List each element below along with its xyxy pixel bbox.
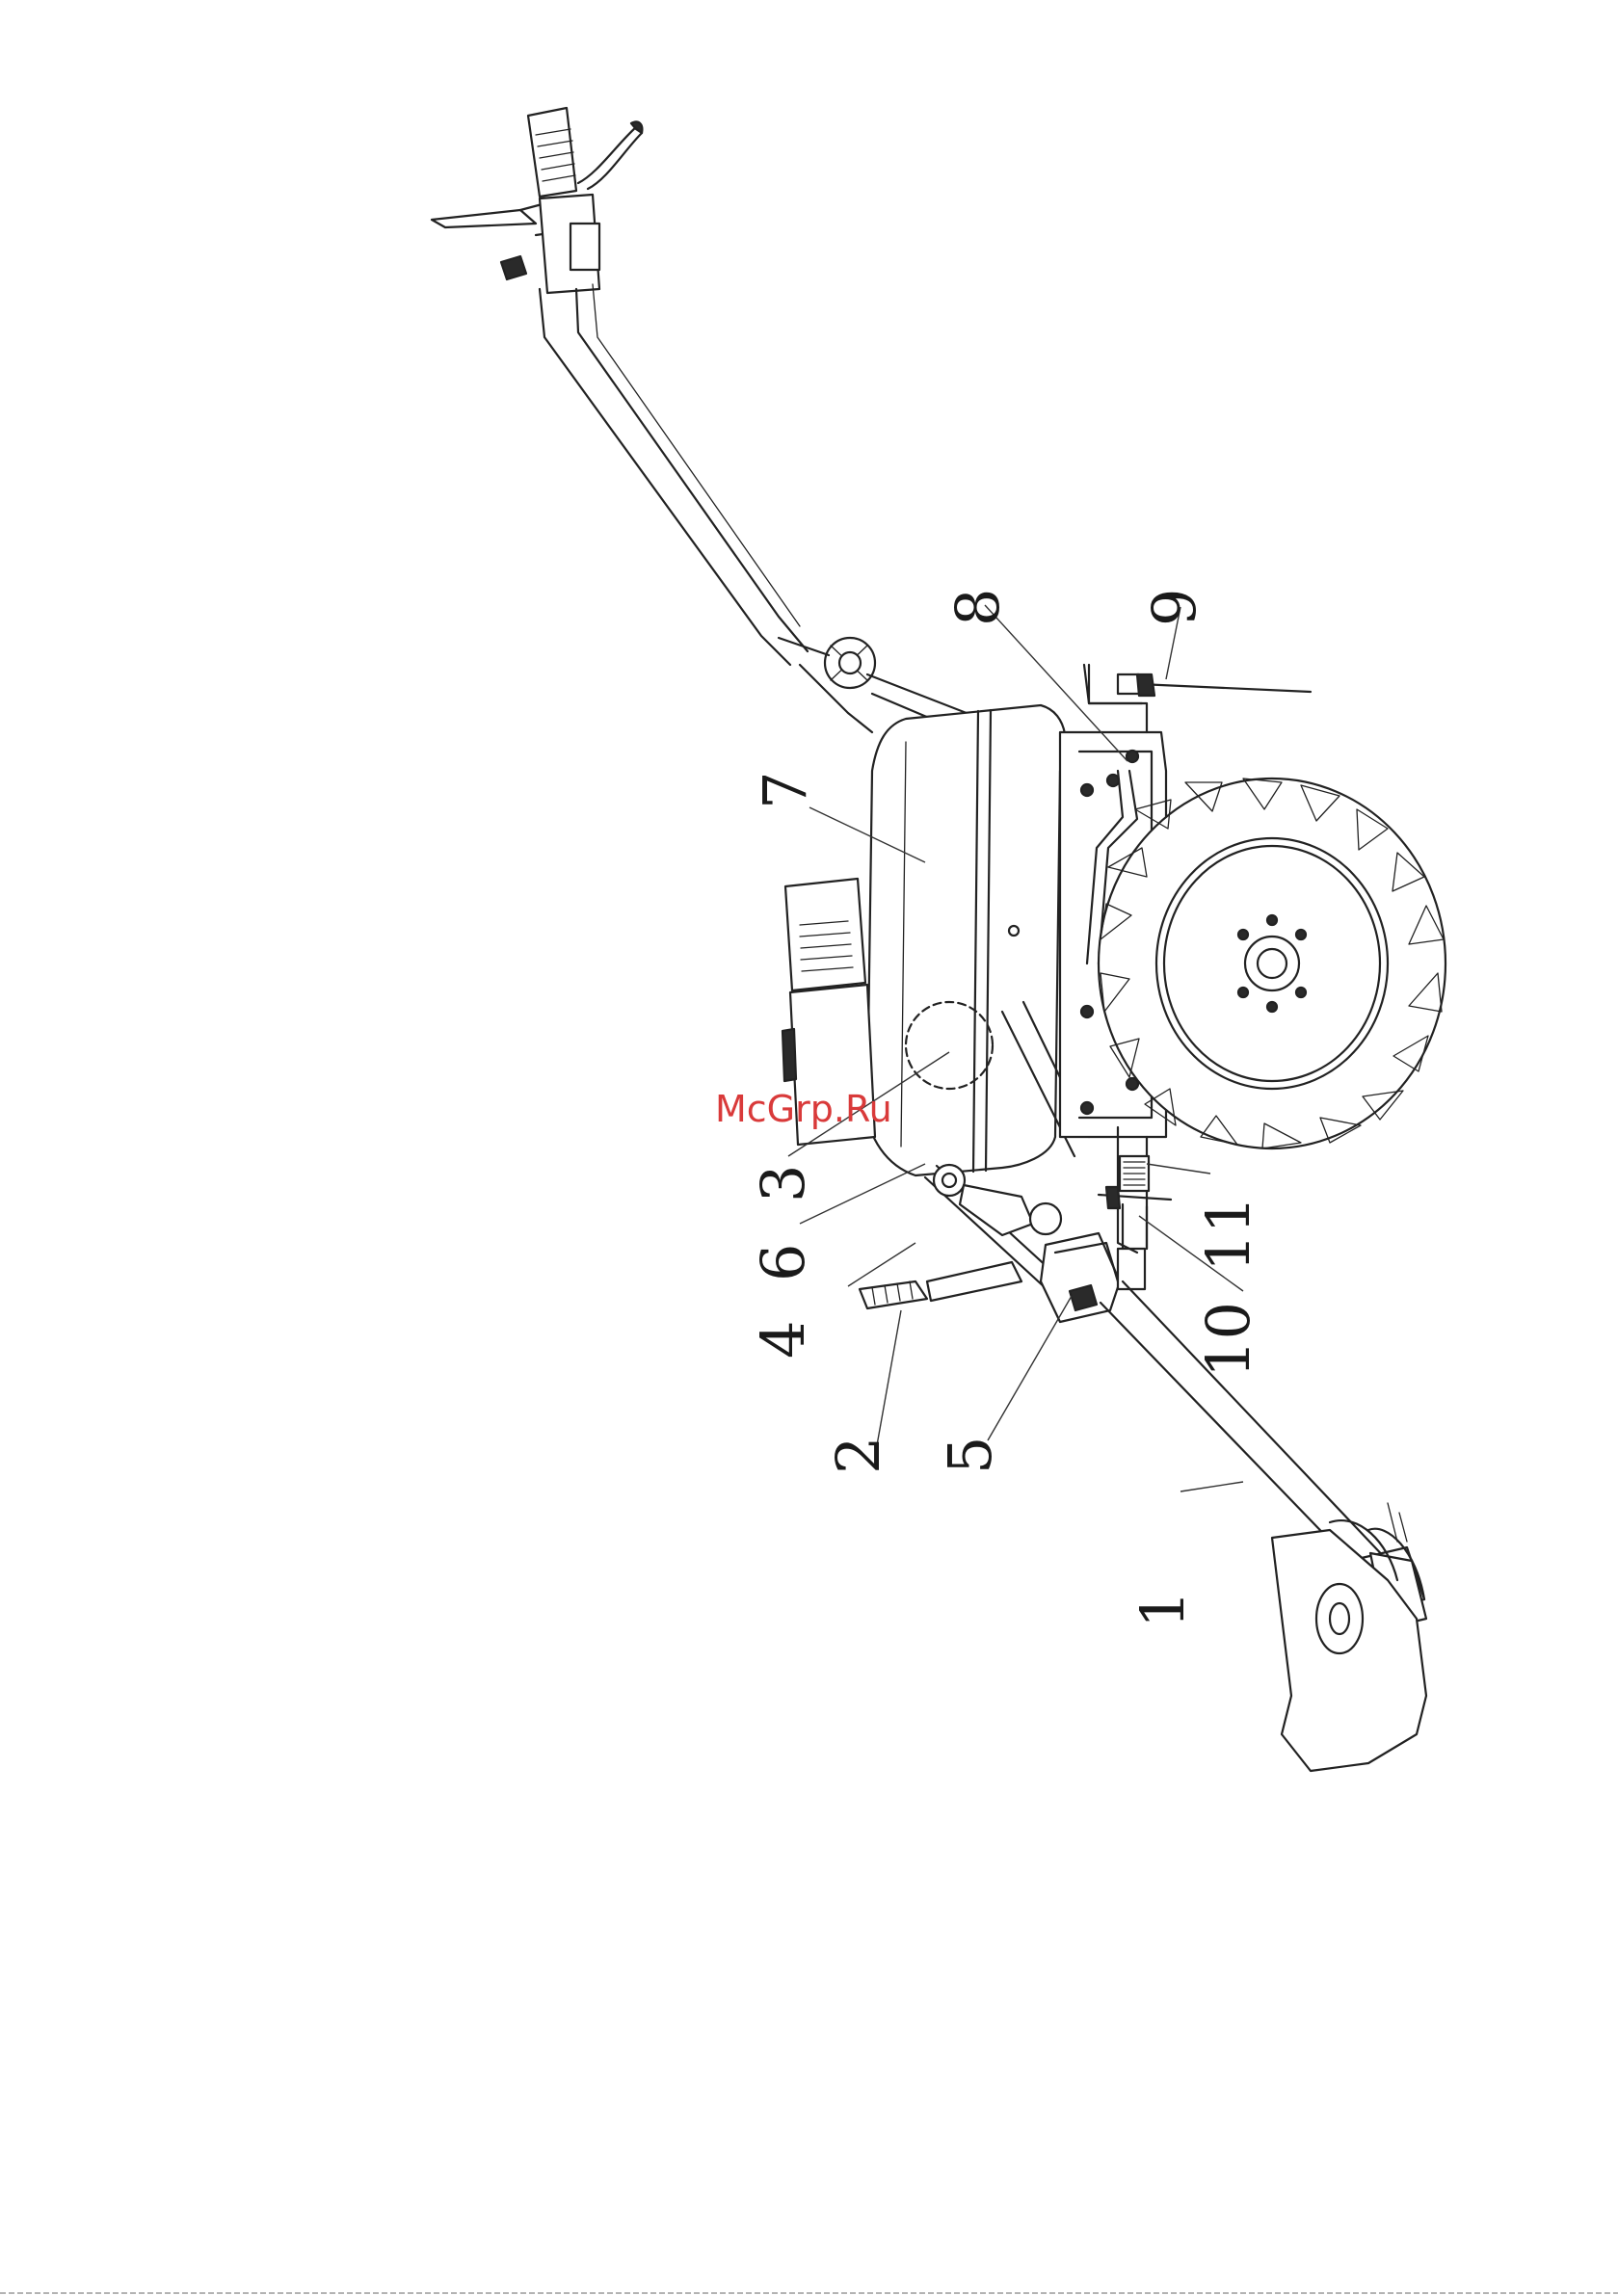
cutting-head (1272, 1503, 1426, 1771)
control-lever (432, 195, 599, 293)
engine-cover (867, 705, 1066, 1175)
callout-5: 5 (935, 1437, 1005, 1474)
callout-3: 3 (748, 1165, 818, 1202)
callout-4: 4 (748, 1321, 818, 1359)
callout-6: 6 (748, 1244, 818, 1281)
leader-11 (1147, 1164, 1210, 1174)
handlebar-grip (528, 108, 642, 197)
wheel (1099, 779, 1446, 1148)
clamp-10-11 (1099, 1156, 1171, 1249)
callout-2: 2 (823, 1437, 893, 1474)
callout-10: 10 (1193, 1302, 1263, 1378)
callout-1: 1 (1127, 1591, 1198, 1628)
callout-8: 8 (942, 589, 1013, 626)
leader-6 (800, 1164, 925, 1224)
gearbox-5 (1041, 1233, 1145, 1322)
callout-11: 11 (1193, 1196, 1263, 1272)
callout-9: 9 (1139, 589, 1209, 626)
leader-1 (1180, 1482, 1243, 1491)
leader-5 (988, 1296, 1072, 1440)
rod-9 (1084, 665, 1311, 703)
watermark-text: McGrp.Ru (715, 1088, 892, 1130)
callout-7: 7 (750, 772, 820, 809)
leader-4 (848, 1243, 915, 1286)
handlebar-tube (540, 284, 808, 665)
leader-2 (877, 1310, 901, 1445)
